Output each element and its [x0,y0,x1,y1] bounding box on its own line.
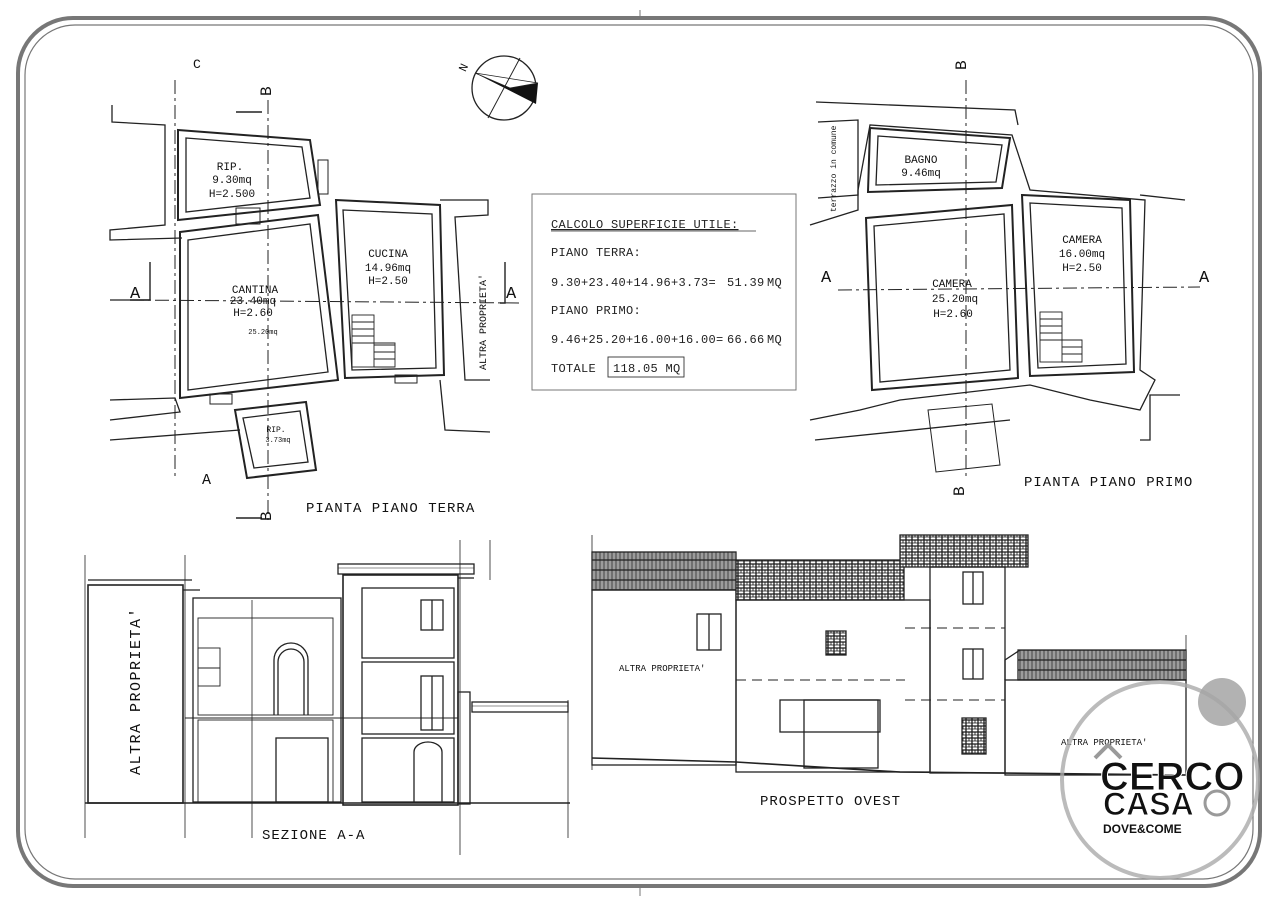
calc-first-label: PIANO PRIMO: [551,304,641,318]
room-height: H=2.60 [933,309,973,321]
section-mark-a-left: A [821,269,832,288]
calc-total-label: TOTALE [551,362,596,376]
room-name: RIP. [266,426,285,435]
calc-total-value: 118.05 MQ [613,362,681,376]
room-area: 9.46mq [901,168,941,180]
section-title: SEZIONE A-A [262,828,365,844]
ground-section-arrows [130,111,506,519]
room-area: 3.73mq [265,437,290,445]
west-elevation [591,534,1187,776]
section-mark-a-right: A [506,285,517,304]
watermark-line3: DOVE&COME [1103,822,1182,836]
room-area: 23.40mq [230,296,276,308]
ground-floor-plan [109,105,491,480]
calc-first-unit: MQ [767,333,782,347]
section-mark-b-top: B [258,86,276,96]
elevation-left-neighbour-label: ALTRA PROPRIETA' [619,664,705,674]
first-plan-title: PIANTA PIANO PRIMO [1024,475,1193,491]
calc-first-formula: 9.46+25.20+16.00+16.00= [551,333,724,347]
room-name: RIP. [217,162,243,174]
first-floor-plan [809,101,1186,473]
calc-ground-unit: MQ [767,276,782,290]
room-name: CUCINA [368,249,408,261]
first-section-lines [837,80,1201,480]
north-letter: N [456,62,472,74]
elevation-labels: ALTRA PROPRIETA' ALTRA PROPRIETA' PROSPE… [619,664,1147,810]
room-height: H=2.50 [368,276,408,288]
ground-plan-labels: C B B A A A RIP. 9.30mq H=2.500 CANTINA … [130,57,517,521]
section-neighbour-label: ALTRA PROPRIETA' [128,607,145,775]
room-height: H=2.500 [209,189,255,201]
first-plan-labels: B B A A BAGNO 9.46mq CAMERA 25.20mq H=2.… [821,60,1210,496]
section-mark-b-bottom: B [258,511,276,521]
area-calculation-box: CALCOLO SUPERFICIE UTILE: PIANO TERRA: 9… [531,193,797,391]
section-mark-a-right: A [1199,269,1210,288]
room-name: CAMERA [1062,235,1102,247]
room-name: CANTINA [232,285,279,297]
calc-title: CALCOLO SUPERFICIE UTILE: [551,218,739,232]
room-area-extra: 25.20mq [248,329,277,337]
section-labels: ALTRA PROPRIETA' SEZIONE A-A [128,607,365,844]
room-area: 14.96mq [365,263,411,275]
room-area: 16.00mq [1059,249,1105,261]
room-height: H=2.50 [1062,263,1102,275]
section-mark-c: C [193,57,201,72]
section-a-a [84,540,570,855]
elevation-title: PROSPETTO OVEST [760,794,901,810]
room-height: H=2.60 [233,308,273,320]
section-mark-b-bottom: B [951,486,969,496]
calc-ground-formula: 9.30+23.40+14.96+3.73= [551,276,716,290]
section-mark-a-left: A [130,285,141,304]
section-mark-a-bottom: A [202,472,211,489]
ground-plan-title: PIANTA PIANO TERRA [306,501,475,517]
room-name: CAMERA [932,279,972,291]
room-name: BAGNO [904,155,937,167]
sheet-frame [16,10,1262,896]
room-area: 25.20mq [932,294,978,306]
terrace-label: terrazzo in comune [830,125,839,212]
calc-ground-label: PIANO TERRA: [551,246,641,260]
neighbour-property-label: ALTRA PROPRIETA' [478,274,490,370]
room-area: 9.30mq [212,175,252,187]
calc-ground-total: 51.39 [727,276,765,290]
ground-section-lines [129,80,521,520]
watermark-line2: CASA [1103,786,1194,822]
section-mark-b-top: B [953,60,971,70]
calc-first-total: 66.66 [727,333,765,347]
elevation-right-neighbour-label: ALTRA PROPRIETA' [1061,738,1147,748]
watermark-logo: CERCO CASA DOVE&COME [1060,678,1260,880]
north-arrow: N [456,55,539,121]
